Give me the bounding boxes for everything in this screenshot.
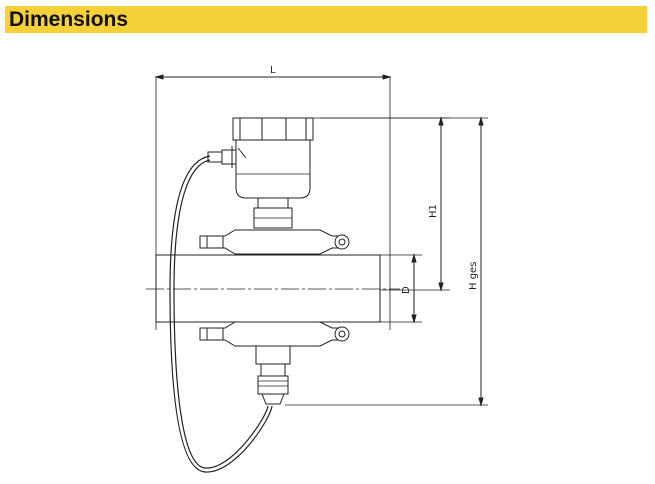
upper-clamp xyxy=(199,229,350,255)
label-h1: H1 xyxy=(428,204,439,218)
lower-clamp xyxy=(199,321,350,347)
dimension-d xyxy=(378,253,422,324)
lower-sensor xyxy=(255,345,291,405)
label-h-total: H ges xyxy=(468,262,479,290)
side-connector xyxy=(207,146,247,168)
section-header: Dimensions xyxy=(5,6,647,33)
head-housing xyxy=(232,117,314,229)
connection-cable xyxy=(169,155,273,473)
dimension-h-total xyxy=(285,116,488,407)
pipe-body xyxy=(146,254,400,323)
label-length: L xyxy=(270,65,276,76)
section-title: Dimensions xyxy=(9,8,129,31)
label-diameter: D xyxy=(401,286,412,294)
